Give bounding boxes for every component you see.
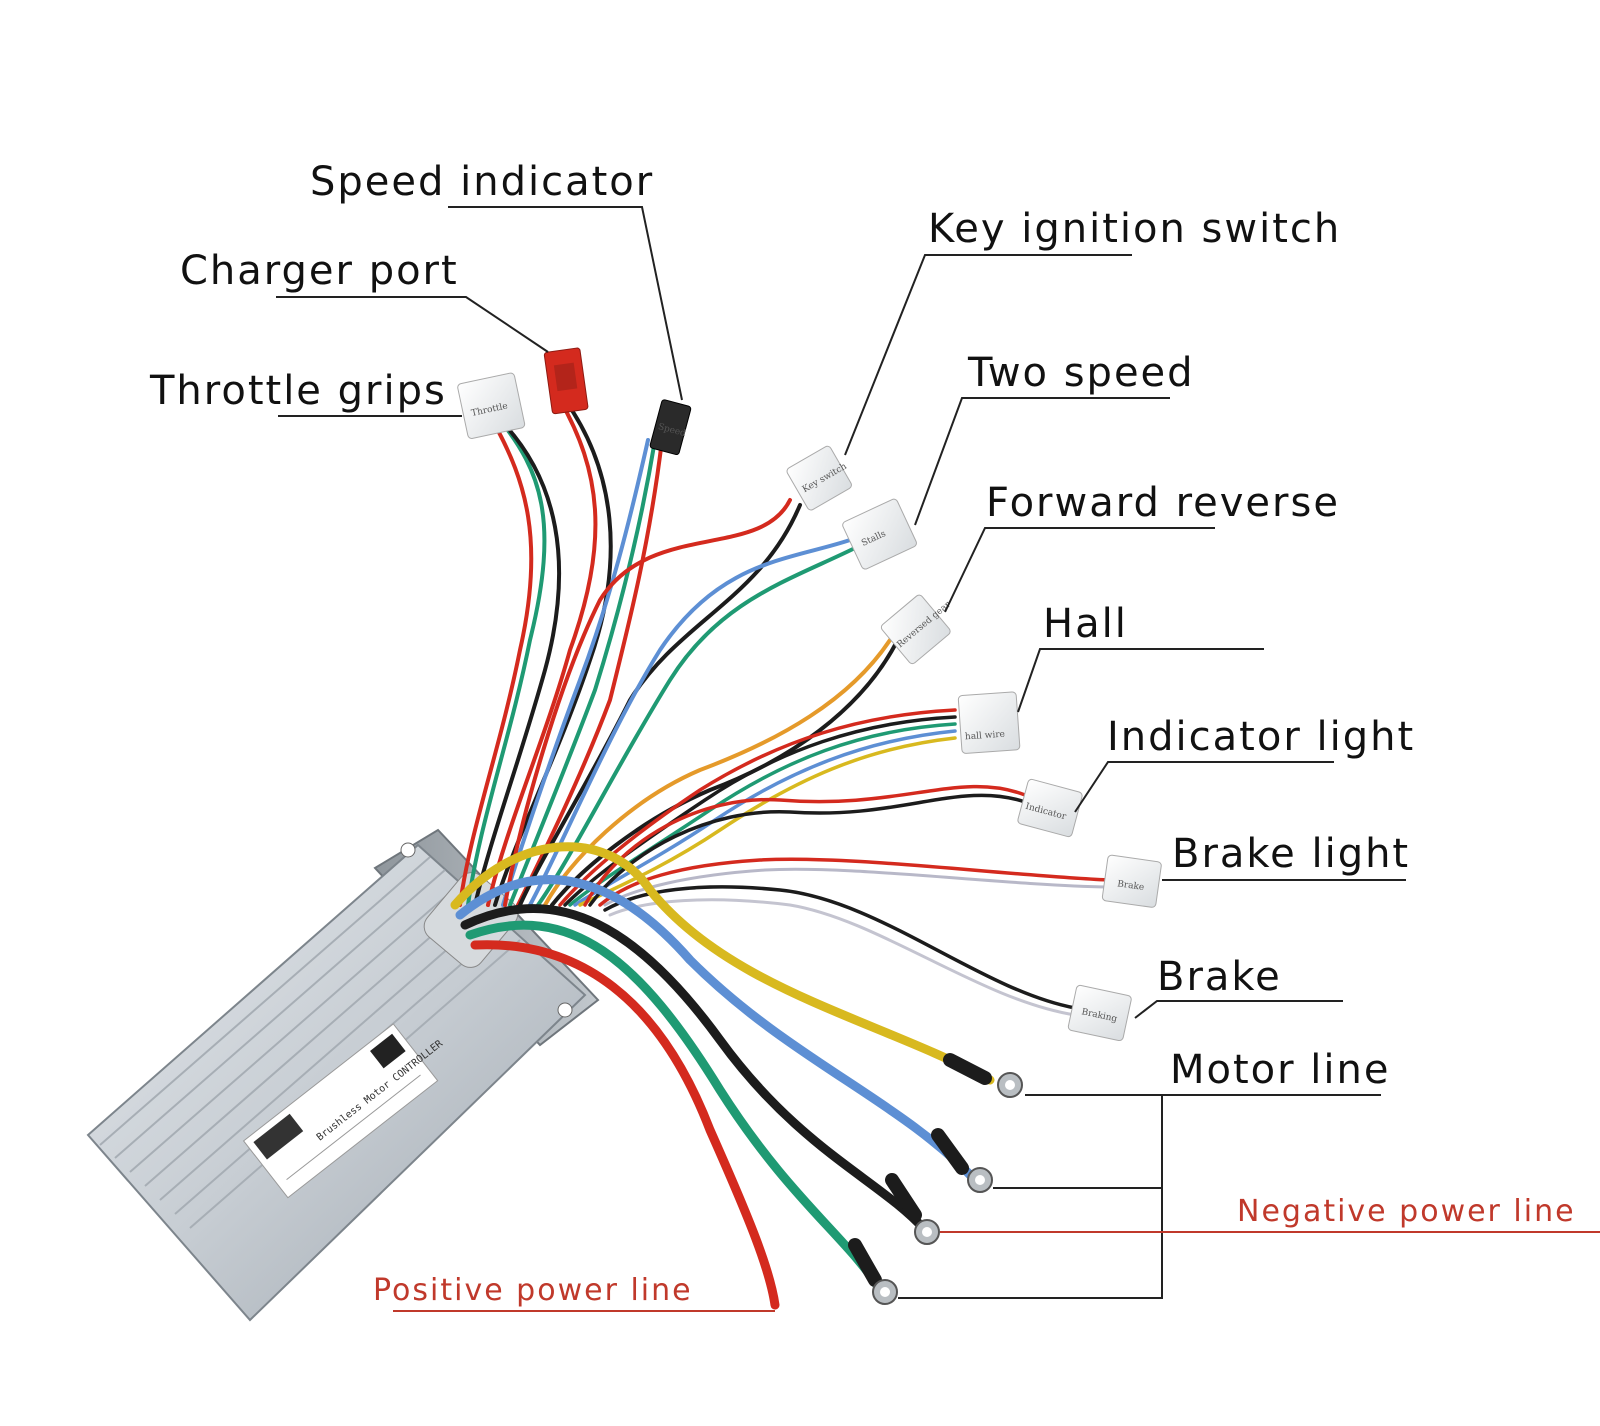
forward-reverse-label: Forward reverse — [986, 480, 1340, 526]
charger-port-connector — [543, 347, 589, 415]
positive-power-line-label: Positive power line — [373, 1273, 693, 1308]
key-wire-red — [503, 498, 792, 907]
two-speed-label: Two speed — [967, 350, 1195, 396]
hall-wire-black — [563, 715, 957, 907]
mount-hole — [557, 1002, 573, 1018]
motor-controller: Brushless Motor CONTROLLER — [86, 828, 600, 1322]
two-speed-wire-blue — [528, 538, 852, 907]
motor-line-leader — [898, 1094, 1381, 1299]
speed-indicator-connector: Speed — [649, 399, 692, 456]
brake-light-label: Brake light — [1172, 831, 1410, 877]
indicator-wire-red — [583, 784, 1027, 907]
wire-bundle — [450, 398, 1110, 1310]
brake-light-connector: Brake — [1101, 854, 1162, 908]
brake-connector: Braking — [1067, 984, 1132, 1042]
motor-line-label: Motor line — [1170, 1047, 1391, 1093]
key-ignition-switch-label: Key ignition switch — [928, 206, 1341, 252]
reverse-wire-black — [550, 643, 897, 907]
indicator-light-leader — [1074, 761, 1334, 813]
speed-indicator-label: Speed indicator — [310, 159, 654, 205]
heat-shrink — [848, 1238, 882, 1287]
throttle-wire-green — [466, 418, 547, 907]
hall-connector: hall wire — [957, 691, 1021, 754]
motor-wire-green — [465, 920, 885, 1295]
key-ignition-leader — [844, 254, 1132, 456]
indicator-light-label: Indicator light — [1107, 714, 1415, 760]
heat-shrink — [885, 1173, 922, 1222]
key-ignition-connector: Key switch — [786, 445, 852, 511]
charger-wire-red — [486, 398, 598, 907]
hall-wire-yellow — [578, 736, 957, 907]
negative-power-line-label: Negative power line — [1237, 1194, 1576, 1229]
motor-wire-blue — [455, 875, 980, 1185]
throttle-connector: Throttle — [457, 372, 526, 439]
controller-fins — [99, 856, 521, 1229]
forward-reverse-leader — [944, 527, 1215, 613]
indicator-wire-black — [588, 793, 1027, 907]
throttle-wire-red — [458, 423, 534, 907]
throttle-grips-label: Throttle grips — [149, 368, 447, 414]
svg-text:hall wire: hall wire — [965, 730, 1006, 743]
speed-indicator-leader — [448, 206, 683, 401]
negative-wire-black — [460, 904, 930, 1235]
brake-leader — [1134, 1000, 1343, 1019]
positive-wire-red — [470, 940, 780, 1310]
heat-shrink — [931, 1128, 969, 1175]
charger-port-label: Charger port — [180, 248, 459, 294]
hall-wire-red — [558, 708, 957, 907]
two-speed-leader — [914, 397, 1170, 526]
motor-wire-yellow — [450, 842, 995, 1085]
two-speed-connector: Stalls — [842, 498, 917, 570]
labels: Speed indicator Charger port Throttle gr… — [149, 159, 1576, 1308]
brake-label: Brake — [1157, 954, 1282, 1000]
speed-wire-blue — [501, 438, 650, 907]
barcode — [253, 1113, 304, 1160]
mount-hole — [400, 842, 416, 858]
hall-wire-blue — [573, 729, 957, 907]
throttle-wire-black — [473, 423, 562, 907]
charger-port-leader — [276, 296, 549, 353]
svg-text:Brake: Brake — [1117, 879, 1145, 893]
speed-wire-green — [508, 438, 657, 907]
hall-label: Hall — [1043, 601, 1128, 647]
reverse-wire-orange — [543, 638, 892, 907]
heat-shrink — [943, 1053, 992, 1085]
indicator-light-connector: Indicator — [1017, 778, 1083, 838]
leader-lines — [276, 206, 1600, 1312]
hall-leader — [1017, 648, 1264, 713]
forward-reverse-connector: Reversed gear — [880, 594, 953, 665]
